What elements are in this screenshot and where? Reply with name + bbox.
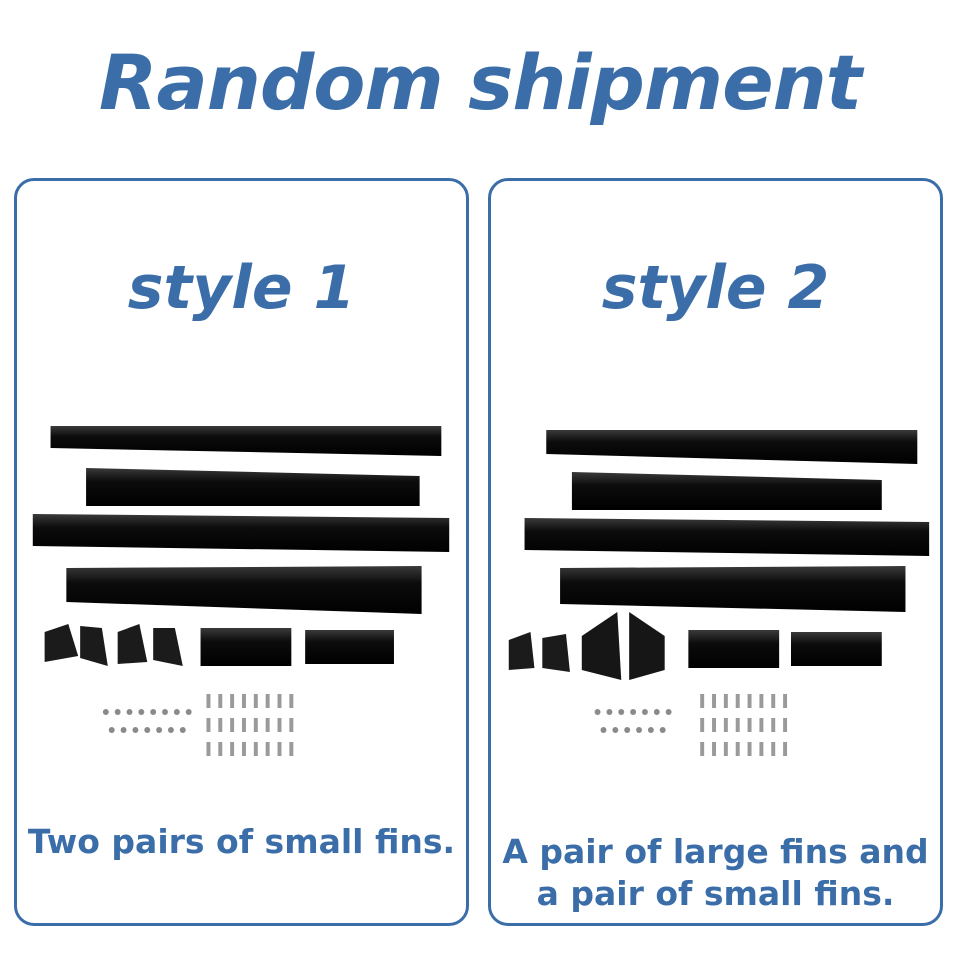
side-skirt-piece <box>546 430 918 464</box>
style-1-card: style 1 <box>14 178 469 926</box>
side-skirt-piece <box>66 566 422 614</box>
caption-line: Two pairs of small fins. <box>27 822 456 861</box>
small-fin <box>508 632 535 670</box>
side-skirt-piece <box>524 518 930 556</box>
small-fin <box>542 634 570 672</box>
side-skirt-piece <box>560 566 906 612</box>
style-1-label: style 1 <box>127 253 356 323</box>
small-fin <box>80 626 108 666</box>
screw-set <box>700 694 788 756</box>
small-fin <box>44 624 79 662</box>
connector-plate <box>305 630 394 664</box>
page-title: Random shipment <box>98 38 862 127</box>
connector-plate <box>688 630 780 668</box>
small-fin <box>153 628 183 666</box>
caption-line: A pair of large fins and <box>502 832 929 871</box>
large-fin <box>629 612 665 680</box>
connector-plate <box>200 628 292 666</box>
style-2-label: style 2 <box>601 253 830 323</box>
connector-plate <box>790 632 882 666</box>
caption-line: a pair of small fins. <box>536 874 895 913</box>
screw-set <box>594 709 672 733</box>
screw-set <box>206 694 294 756</box>
style-2-parts-image <box>508 430 930 756</box>
side-skirt-piece <box>50 426 442 456</box>
style-1-caption: Two pairs of small fins. <box>17 821 466 863</box>
side-skirt-piece <box>571 472 882 510</box>
large-fin <box>581 612 622 680</box>
screw-set <box>102 709 192 733</box>
small-fin <box>117 624 148 664</box>
side-skirt-piece <box>32 514 450 552</box>
side-skirt-piece <box>86 468 420 506</box>
style-2-card: style 2 <box>488 178 943 926</box>
style-1-parts-image <box>32 426 450 756</box>
style-2-caption: A pair of large fins and a pair of small… <box>491 831 940 915</box>
